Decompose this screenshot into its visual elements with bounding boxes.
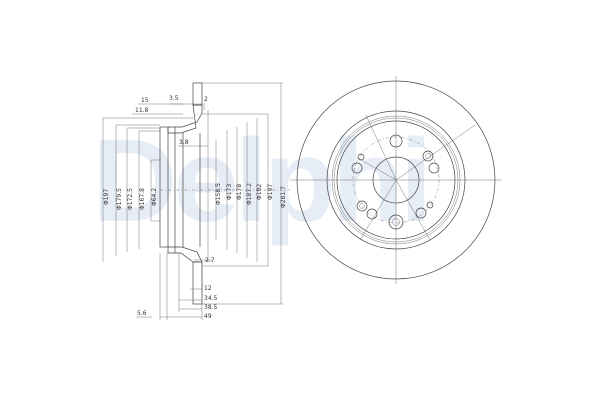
dim-3-8: 3.8: [179, 139, 189, 146]
dim-d167-8: Φ167.8: [139, 188, 146, 210]
dim-49: 49: [204, 313, 212, 320]
right-diameter-dims: Φ158.5 Φ173 Φ178 Φ187.2 Φ192 Φ197 Φ281.7: [202, 82, 287, 305]
dim-34-5: 34.5: [204, 295, 218, 302]
dim-11-8: 11.8: [135, 107, 149, 114]
left-diameter-dims: Φ197 Φ179.5 Φ172.5 Φ167.8 Φ64.2: [102, 117, 193, 262]
dim-d281-7: Φ281.7: [280, 186, 287, 208]
dim-d187-2: Φ187.2: [246, 183, 253, 205]
dim-d192: Φ192: [256, 184, 263, 200]
dim-d173: Φ173: [226, 184, 233, 200]
top-dims: 15 3.5 2 11.8 3.8: [132, 95, 208, 147]
dim-d158-5: Φ158.5: [215, 183, 222, 205]
dim-d178: Φ178: [236, 184, 243, 200]
dim-12: 12: [204, 285, 212, 292]
dim-d197-right: Φ197: [267, 184, 274, 200]
dim-2: 2: [204, 96, 208, 103]
dim-3-5: 3.5: [169, 95, 179, 102]
dim-2-7: 2.7: [205, 257, 215, 264]
front-view: [290, 76, 502, 284]
dim-d172-5: Φ172.5: [127, 188, 134, 210]
bottom-dims: 2.7 12 34.5 38.5 5.6 49: [136, 253, 218, 320]
dim-15: 15: [141, 97, 149, 104]
delphi-watermark: Delphi: [92, 115, 433, 247]
dim-d197-left: Φ197: [103, 189, 110, 205]
dim-5-6: 5.6: [137, 310, 147, 317]
dim-d179-5: Φ179.5: [116, 188, 123, 210]
dim-38-5: 38.5: [204, 304, 218, 311]
dim-d64-2: Φ64.2: [151, 188, 158, 206]
cross-section-view: [159, 82, 290, 305]
